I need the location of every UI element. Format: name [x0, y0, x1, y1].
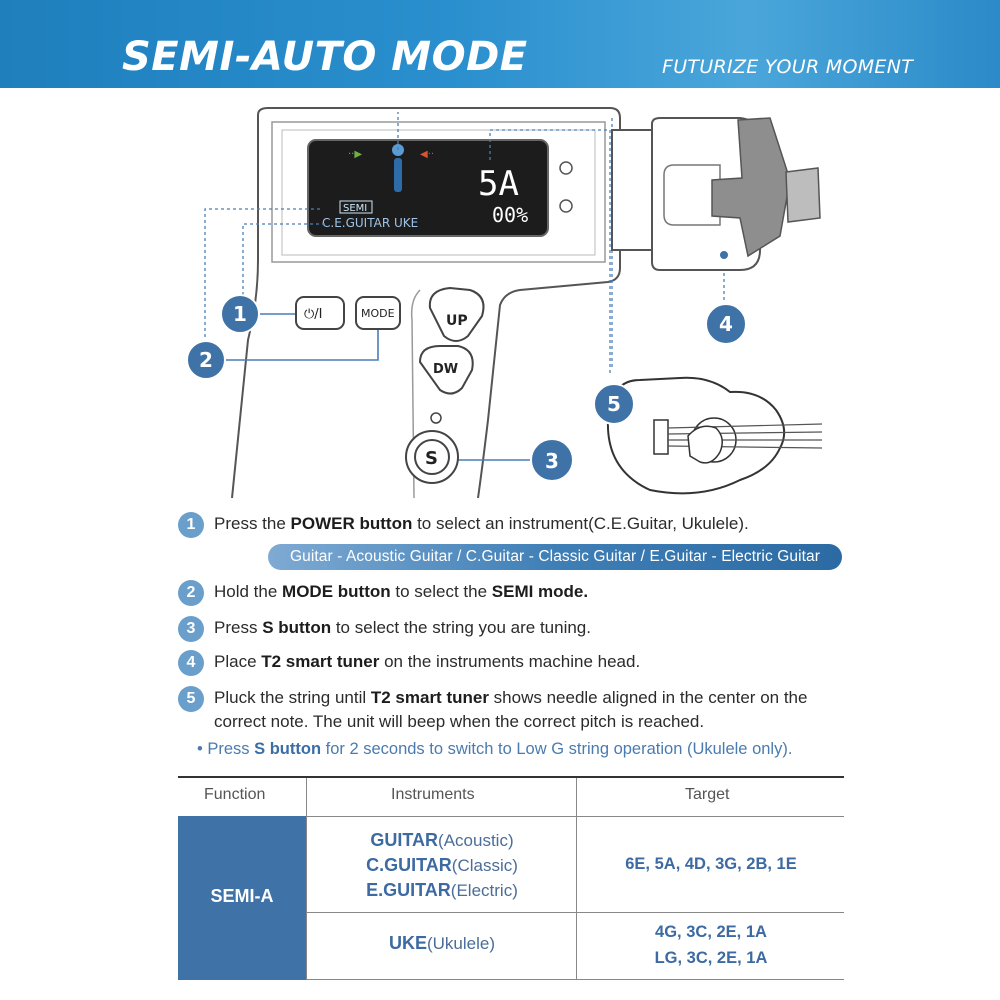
small-led — [430, 412, 442, 424]
ukulele-illustration — [606, 376, 823, 495]
step-5: 5 Pluck the string until T2 smart tuner … — [178, 686, 807, 734]
low-g-note: • Press S button for 2 seconds to switch… — [197, 740, 793, 758]
s-button[interactable]: S — [405, 430, 459, 484]
leader-lines-solid — [222, 313, 530, 461]
step-4: 4 Place T2 smart tuner on the instrument… — [178, 650, 640, 676]
header-target: Target — [685, 786, 730, 803]
svg-text:2: 2 — [199, 348, 213, 372]
step-text: Pluck the string until T2 smart tuner sh… — [214, 688, 808, 731]
guitar-target: 6E, 5A, 4D, 3G, 2B, 1E — [625, 855, 797, 873]
power-button[interactable]: ⏻/I — [295, 296, 345, 330]
leader-lines — [204, 112, 725, 375]
table-divider — [576, 778, 577, 980]
header-banner: SEMI-AUTO MODE FUTURIZE YOUR MOMENT — [0, 0, 1000, 88]
target-line: 4G, 3C, 2E, 1A — [655, 923, 767, 941]
up-button-label: UP — [446, 313, 468, 329]
needle-bar — [394, 158, 402, 192]
s-button-label: S — [425, 448, 438, 469]
instrument-line: GUITAR(Acoustic) — [370, 830, 514, 850]
target-line: LG, 3C, 2E, 1A — [654, 949, 768, 967]
up-button[interactable]: UP — [428, 286, 485, 342]
function-label: SEMI-A — [210, 886, 274, 906]
lcd-mode-label: SEMI — [343, 203, 367, 214]
step-number: 2 — [178, 580, 204, 606]
tuner-diagram: ··▶ ◀·· 5A 00% SEMI C.E.GUITAR UKE ⏻/I M… — [186, 107, 823, 498]
green-arrow-icon: ··▶ — [348, 149, 362, 160]
function-cell: SEMI-A — [178, 816, 306, 980]
callout-2: 2 — [186, 340, 226, 380]
svg-text:3: 3 — [545, 449, 559, 473]
lcd-semi-box — [339, 200, 373, 214]
callout-5: 5 — [593, 383, 635, 425]
led-indicator — [559, 161, 573, 175]
lcd-screen — [307, 139, 549, 237]
uke-target: 4G, 3C, 2E, 1A LG, 3C, 2E, 1A — [578, 919, 844, 971]
step-number: 3 — [178, 616, 204, 642]
table-top-rule — [178, 776, 844, 778]
instrument-line: UKE(Ukulele) — [388, 933, 496, 953]
instrument-line: E.GUITAR(Electric) — [366, 880, 518, 900]
lcd-percent: 00% — [492, 203, 528, 227]
guitar-instruments: GUITAR(Acoustic) C.GUITAR(Classic) E.GUI… — [308, 828, 576, 903]
tuner-clamp — [611, 117, 821, 271]
step-number: 1 — [178, 512, 204, 538]
instrument-line: C.GUITAR(Classic) — [366, 855, 518, 875]
mode-button[interactable]: MODE — [355, 296, 401, 330]
slogan: FUTURIZE YOUR MOMENT — [662, 56, 914, 78]
step-2: 2 Hold the MODE button to select the SEM… — [178, 580, 588, 606]
led-indicator — [559, 199, 573, 213]
mode-button-label: MODE — [361, 307, 395, 320]
step-text: Press S button to select the string you … — [214, 618, 591, 637]
step-text: Place T2 smart tuner on the instruments … — [214, 652, 641, 671]
down-button[interactable]: DW — [418, 345, 474, 395]
step-number: 4 — [178, 650, 204, 676]
uke-instruments: UKE(Ukulele) — [308, 931, 576, 956]
step-number: 5 — [178, 686, 204, 712]
red-arrow-icon: ◀·· — [420, 149, 434, 160]
down-button-label: DW — [433, 362, 458, 377]
callout-3: 3 — [530, 438, 574, 482]
header-instruments: Instruments — [391, 786, 475, 803]
lcd-instrument-label: C.E.GUITAR UKE — [322, 216, 418, 230]
mode-table: Function Instruments Target SEMI-A GUITA… — [178, 776, 844, 980]
table-divider — [178, 816, 844, 817]
step-text: Hold the MODE button to select the SEMI … — [214, 582, 589, 601]
hand-icon — [687, 425, 723, 464]
step-text: Press the POWER button to select an inst… — [214, 514, 749, 533]
table-divider — [306, 912, 844, 913]
table-divider — [306, 778, 307, 980]
table-divider — [178, 979, 844, 980]
step-1: 1 Press the POWER button to select an in… — [178, 512, 749, 538]
header-function: Function — [204, 786, 266, 803]
lcd-note: 5A — [478, 164, 519, 204]
callout-4: 4 — [705, 303, 747, 345]
callout-1: 1 — [220, 294, 260, 334]
svg-text:4: 4 — [719, 312, 733, 336]
power-button-label: ⏻/I — [304, 307, 323, 322]
instrument-banner: Guitar - Acoustic Guitar / C.Guitar - Cl… — [268, 544, 842, 570]
svg-text:1: 1 — [233, 302, 247, 326]
page-title: SEMI-AUTO MODE — [122, 34, 528, 80]
step-3: 3 Press S button to select the string yo… — [178, 616, 591, 642]
svg-text:5: 5 — [607, 392, 621, 416]
